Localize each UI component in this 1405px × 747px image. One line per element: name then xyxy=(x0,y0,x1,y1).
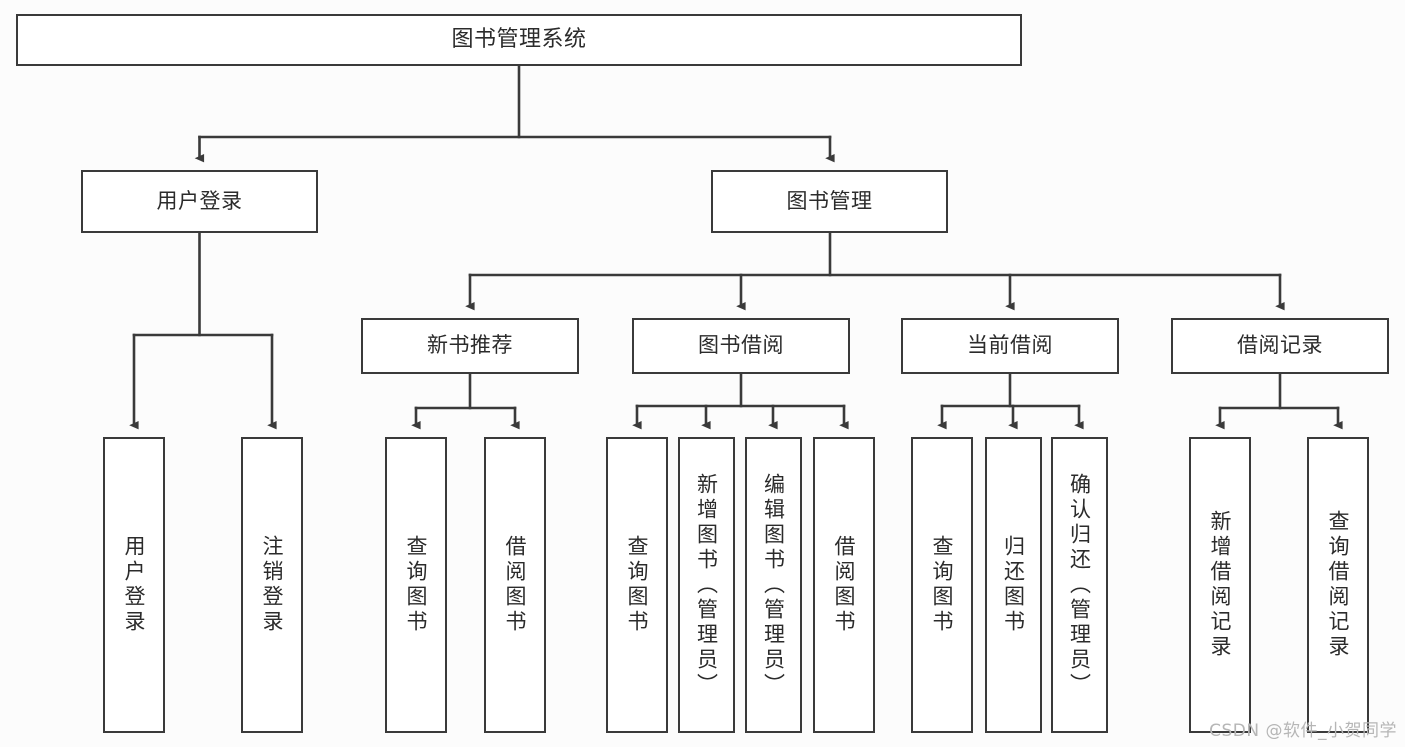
node-current-borrow[interactable]: 当前借阅 xyxy=(901,318,1119,374)
leaf-node-label: 查询借阅记录 xyxy=(1326,510,1350,660)
watermark: CSDN @软件_小贺同学 xyxy=(1209,721,1397,741)
node-book-borrow-label: 图书借阅 xyxy=(698,333,784,358)
leaf-node[interactable]: 借阅图书 xyxy=(813,437,875,733)
leaf-node[interactable]: 查询图书 xyxy=(911,437,973,733)
leaf-node[interactable]: 确认归还（管理员） xyxy=(1051,437,1108,733)
leaf-node-label: 编辑图书（管理员） xyxy=(761,472,786,698)
leaf-node-label: 确认归还（管理员） xyxy=(1067,472,1092,698)
leaf-node-label: 用户登录 xyxy=(122,535,146,635)
leaf-node-label: 查询图书 xyxy=(404,535,428,635)
leaf-node[interactable]: 用户登录 xyxy=(103,437,165,733)
leaf-node-label: 新增图书（管理员） xyxy=(694,472,719,698)
node-borrow-record[interactable]: 借阅记录 xyxy=(1171,318,1389,374)
node-book-borrow[interactable]: 图书借阅 xyxy=(632,318,850,374)
leaf-node-label: 查询图书 xyxy=(930,535,954,635)
leaf-node[interactable]: 新增图书（管理员） xyxy=(678,437,735,733)
leaf-node-label: 归还图书 xyxy=(1001,535,1026,635)
node-root[interactable]: 图书管理系统 xyxy=(16,14,1022,66)
leaf-node-label: 新增借阅记录 xyxy=(1208,510,1232,660)
leaf-node[interactable]: 新增借阅记录 xyxy=(1189,437,1251,733)
leaf-node[interactable]: 归还图书 xyxy=(985,437,1042,733)
node-current-borrow-label: 当前借阅 xyxy=(967,333,1053,358)
node-borrow-record-label: 借阅记录 xyxy=(1237,333,1323,358)
leaf-node-label: 注销登录 xyxy=(260,535,284,635)
leaf-node-label: 借阅图书 xyxy=(832,535,856,635)
node-user-login-label: 用户登录 xyxy=(156,188,243,213)
node-new-book-recommend-label: 新书推荐 xyxy=(427,333,513,358)
leaf-node-label: 查询图书 xyxy=(625,535,649,635)
node-book-management-label: 图书管理 xyxy=(786,188,873,213)
leaf-node-label: 借阅图书 xyxy=(503,535,527,635)
leaf-node[interactable]: 查询借阅记录 xyxy=(1307,437,1369,733)
node-root-label: 图书管理系统 xyxy=(451,26,587,52)
node-book-management[interactable]: 图书管理 xyxy=(711,170,948,233)
leaf-node[interactable]: 查询图书 xyxy=(385,437,447,733)
leaf-node[interactable]: 借阅图书 xyxy=(484,437,546,733)
node-user-login[interactable]: 用户登录 xyxy=(81,170,318,233)
node-new-book-recommend[interactable]: 新书推荐 xyxy=(361,318,579,374)
leaf-node[interactable]: 查询图书 xyxy=(606,437,668,733)
leaf-node[interactable]: 注销登录 xyxy=(241,437,303,733)
leaf-node[interactable]: 编辑图书（管理员） xyxy=(745,437,802,733)
